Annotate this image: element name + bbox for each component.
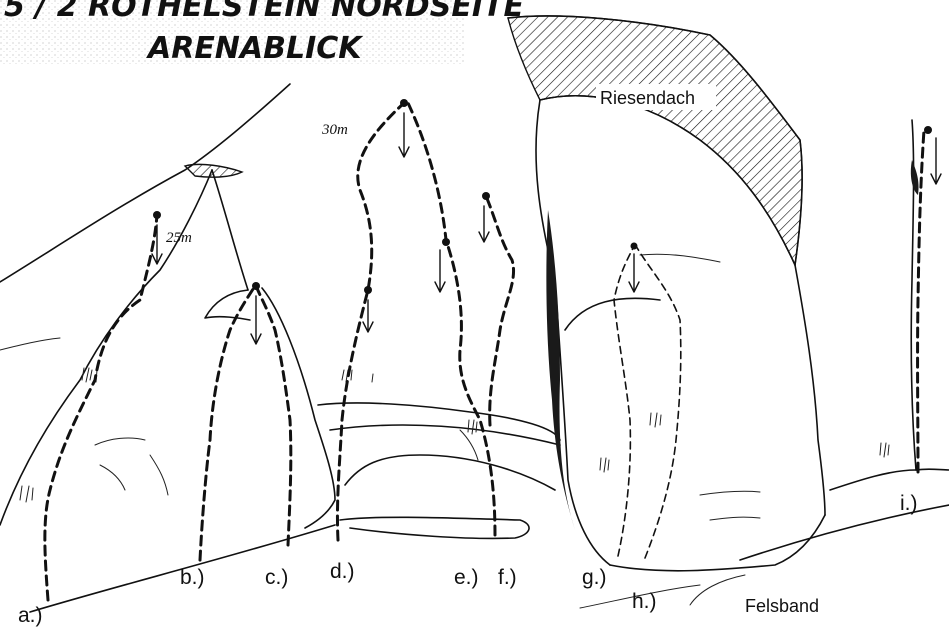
far-right-shading [911, 160, 919, 195]
route-e [408, 103, 495, 535]
crag-title: ARENABLICK [146, 31, 364, 66]
riesendach-label: Riesendach [600, 88, 695, 108]
route-label-g: g.) [582, 566, 607, 589]
route-label-e: e.) [454, 566, 479, 589]
small-overhang-shading [185, 164, 242, 177]
route-label-i: i.) [900, 492, 918, 515]
guide-title: 5 / 2 ROTHELSTEIN NORDSEITE [4, 0, 524, 24]
route-label-c: c.) [265, 566, 288, 589]
riesendach-roof [508, 16, 802, 265]
felsband-label: Felsband [745, 596, 819, 616]
middle-pillar [318, 403, 560, 538]
route-a-height: 25m [166, 230, 192, 246]
route-f [479, 192, 514, 425]
route-label-f: f.) [498, 566, 517, 589]
route-label-h: h.) [632, 590, 657, 613]
left-rock-mass [0, 84, 335, 612]
route-label-a: a.) [18, 604, 43, 627]
route-b [200, 286, 255, 560]
vegetation-tufts [20, 368, 889, 502]
route-label-b: b.) [180, 566, 205, 589]
route-d: 30m [321, 99, 409, 540]
route-a: 25m [45, 211, 192, 600]
route-c [251, 282, 291, 545]
route-label-d: d.) [330, 560, 355, 583]
route-i [918, 126, 941, 472]
route-d-height: 30m [321, 122, 348, 138]
route-h [629, 243, 681, 559]
route-g [614, 246, 634, 556]
